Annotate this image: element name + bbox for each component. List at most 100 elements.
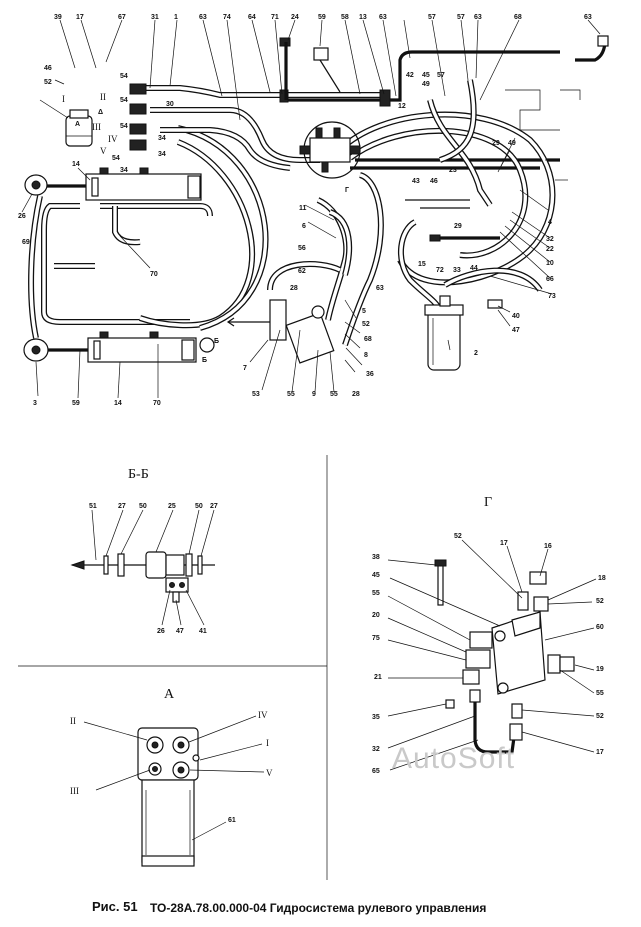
callout-45: 45 <box>422 72 430 79</box>
callout-5: 5 <box>362 308 366 315</box>
callout-63-d: 63 <box>584 14 592 21</box>
bb-callout-27-b: 27 <box>210 503 218 510</box>
bb-callout-27-a: 27 <box>118 503 126 510</box>
g-callout-38: 38 <box>372 554 380 561</box>
g-callout-32: 32 <box>372 746 380 753</box>
watermark: AutoSoft <box>392 742 516 775</box>
callout-49-b: 49 <box>508 140 516 147</box>
callout-section-g: Г <box>345 187 349 194</box>
callout-36: 36 <box>366 371 374 378</box>
roman-ii: II <box>100 92 106 102</box>
g-callout-21: 21 <box>374 674 382 681</box>
section-g-title: Г <box>484 495 492 510</box>
callout-11: 11 <box>299 205 307 212</box>
callout-section-a: А <box>75 121 80 128</box>
callout-58: 58 <box>341 14 349 21</box>
callout-29-a: 29 <box>492 140 500 147</box>
callout-34-c: 34 <box>120 167 128 174</box>
g-callout-35: 35 <box>372 714 380 721</box>
callout-30: 30 <box>166 101 174 108</box>
callout-23: 23 <box>449 167 457 174</box>
pump-block <box>226 299 335 364</box>
a-roman-iii: III <box>70 786 79 796</box>
g-callout-45: 45 <box>372 572 380 579</box>
callout-26: 26 <box>18 213 26 220</box>
callout-46: 46 <box>44 65 52 72</box>
g-callout-19: 19 <box>596 666 604 673</box>
bb-callout-50-a: 50 <box>139 503 147 510</box>
callout-section-b-2: Б <box>202 357 207 364</box>
callout-63-a: 63 <box>199 14 207 21</box>
a-roman-iv: IV <box>258 710 268 720</box>
callout-section-b: Б <box>214 338 219 345</box>
callout-29-b: 29 <box>454 223 462 230</box>
callout-1: 1 <box>174 14 178 21</box>
callout-57-b: 57 <box>457 14 465 21</box>
callout-54-b: 54 <box>120 97 128 104</box>
callout-71: 71 <box>271 14 279 21</box>
steering-cylinder-lower <box>23 331 215 363</box>
callout-10: 10 <box>546 260 554 267</box>
callout-8: 8 <box>364 352 368 359</box>
callout-72: 72 <box>436 267 444 274</box>
callout-63-e: 63 <box>376 285 384 292</box>
callout-42: 42 <box>406 72 414 79</box>
roman-i: I <box>62 94 65 104</box>
callout-57-c: 57 <box>437 72 445 79</box>
callout-56: 56 <box>298 245 306 252</box>
callout-57-a: 57 <box>428 14 436 21</box>
callout-70-b: 70 <box>153 400 161 407</box>
callout-44: 44 <box>470 265 478 272</box>
callout-4: 4 <box>548 219 552 226</box>
callout-59-a: 59 <box>318 14 326 21</box>
main-assembly-view <box>21 19 609 399</box>
section-a-title: А <box>164 687 175 702</box>
bb-callout-41: 41 <box>199 628 207 635</box>
callout-55-a: 55 <box>287 391 295 398</box>
callout-54-c: 54 <box>120 123 128 130</box>
callout-34-a: 34 <box>158 135 166 142</box>
callout-47: 47 <box>512 327 520 334</box>
callout-33: 33 <box>453 267 461 274</box>
section-bb-view: Б-Б 51 27 50 25 50 27 26 47 41 <box>70 467 218 635</box>
g-callout-65: 65 <box>372 768 380 775</box>
g-callout-20: 20 <box>372 612 380 619</box>
callout-49-a: 49 <box>422 81 430 88</box>
callout-28-a: 28 <box>290 285 298 292</box>
callout-46-b: 46 <box>430 178 438 185</box>
g-callout-55-a: 55 <box>372 590 380 597</box>
g-callout-60: 60 <box>596 624 604 631</box>
a-roman-i: I <box>266 738 269 748</box>
steering-valve <box>65 109 93 147</box>
callout-69: 69 <box>22 239 30 246</box>
figure-number: Рис. 51 <box>92 899 138 914</box>
section-g-view: Г 52 17 1 <box>372 495 606 775</box>
callout-43: 43 <box>412 178 420 185</box>
callout-14-b: 14 <box>114 400 122 407</box>
figure-title: ТО-28А.78.00.000-04 Гидросистема рулевог… <box>150 901 487 915</box>
oil-filter <box>424 295 464 371</box>
callout-22: 22 <box>546 246 554 253</box>
section-bb-title: Б-Б <box>128 467 149 482</box>
callout-74: 74 <box>223 14 231 21</box>
callout-66: 66 <box>546 276 554 283</box>
g-callout-18: 18 <box>598 575 606 582</box>
callout-54-a: 54 <box>120 73 128 80</box>
a-roman-ii: II <box>70 716 76 726</box>
g-callout-75: 75 <box>372 635 380 642</box>
distributor-block <box>299 121 361 179</box>
callout-32: 32 <box>546 236 554 243</box>
callout-55-b: 55 <box>330 391 338 398</box>
callout-68: 68 <box>514 14 522 21</box>
callout-52-b: 52 <box>362 321 370 328</box>
bb-callout-26: 26 <box>157 628 165 635</box>
callout-68-b: 68 <box>364 336 372 343</box>
callout-63-b: 63 <box>379 14 387 21</box>
callout-3: 3 <box>33 400 37 407</box>
bb-callout-25: 25 <box>168 503 176 510</box>
callout-63-c: 63 <box>474 14 482 21</box>
callout-54-d: 54 <box>112 155 120 162</box>
a-roman-v: V <box>266 768 273 778</box>
callout-31: 31 <box>151 14 159 21</box>
g-callout-52-c: 52 <box>596 713 604 720</box>
